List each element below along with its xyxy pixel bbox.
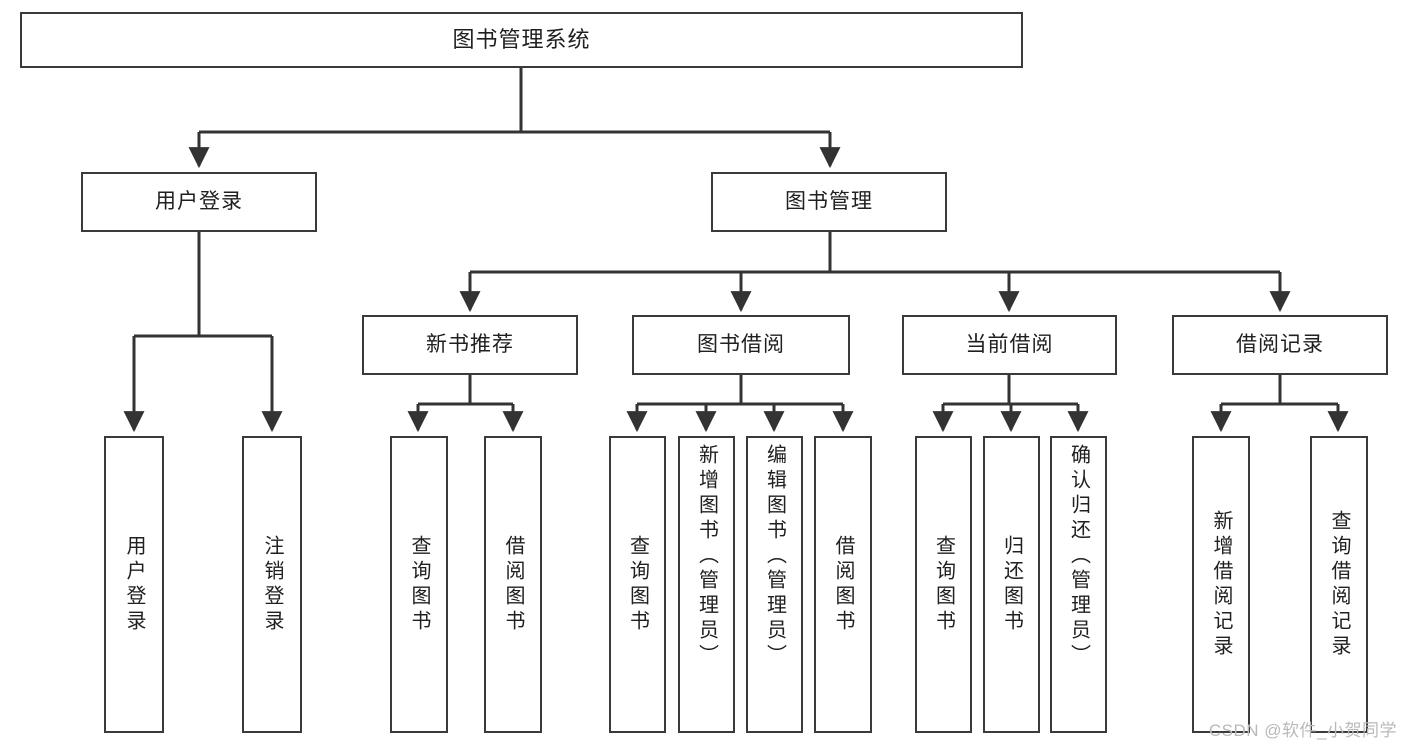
leaf-current-borrow-confirm-return[interactable]: 确认归还（管理员）	[1050, 436, 1107, 733]
leaf-book-borrow-edit[interactable]: 编辑图书（管理员）	[746, 436, 803, 733]
node-current-borrow[interactable]: 当前借阅	[902, 315, 1117, 375]
leaf-new-book-query[interactable]: 查询图书	[390, 436, 448, 733]
leaf-borrow-record-query[interactable]: 查询借阅记录	[1310, 436, 1368, 733]
node-book-borrow[interactable]: 图书借阅	[632, 315, 850, 375]
watermark-text: CSDN @软件_小贺同学	[1208, 721, 1397, 740]
leaf-borrow-record-add[interactable]: 新增借阅记录	[1192, 436, 1250, 733]
node-label: 新书推荐	[426, 332, 514, 356]
leaf-book-borrow-add[interactable]: 新增图书（管理员）	[678, 436, 735, 733]
node-label: 用户登录	[155, 189, 243, 213]
leaf-current-borrow-query[interactable]: 查询图书	[915, 436, 972, 733]
leaf-user-login-logout[interactable]: 注销登录	[242, 436, 302, 733]
node-label: 新增借阅记录	[1210, 509, 1232, 660]
node-label: 查询借阅记录	[1328, 509, 1350, 660]
node-label: 查询图书	[408, 534, 430, 635]
node-user-login[interactable]: 用户登录	[81, 172, 317, 232]
leaf-book-borrow-query[interactable]: 查询图书	[609, 436, 666, 733]
node-label: 图书管理	[785, 189, 873, 213]
node-label: 新增图书（管理员）	[695, 444, 718, 669]
node-label: 注销登录	[261, 534, 283, 635]
node-borrow-record[interactable]: 借阅记录	[1172, 315, 1388, 375]
node-label: 查询图书	[626, 534, 649, 635]
node-label: 借阅记录	[1236, 332, 1324, 356]
node-label: 归还图书	[1000, 534, 1023, 635]
node-label: 借阅图书	[832, 534, 854, 635]
node-book-management[interactable]: 图书管理	[711, 172, 947, 232]
node-label: 查询图书	[932, 534, 955, 635]
leaf-new-book-borrow[interactable]: 借阅图书	[484, 436, 542, 733]
node-new-book-recommend[interactable]: 新书推荐	[362, 315, 578, 375]
leaf-user-login-login[interactable]: 用户登录	[104, 436, 164, 733]
node-label: 确认归还（管理员）	[1067, 444, 1090, 669]
leaf-book-borrow-borrow[interactable]: 借阅图书	[814, 436, 872, 733]
node-label: 当前借阅	[965, 332, 1054, 356]
node-label: 图书管理系统	[452, 27, 591, 53]
node-label: 编辑图书（管理员）	[763, 444, 786, 669]
node-label: 用户登录	[123, 534, 145, 635]
node-label: 借阅图书	[502, 534, 524, 635]
leaf-current-borrow-return[interactable]: 归还图书	[983, 436, 1040, 733]
node-root-library-system[interactable]: 图书管理系统	[20, 12, 1023, 68]
node-label: 图书借阅	[697, 332, 785, 356]
